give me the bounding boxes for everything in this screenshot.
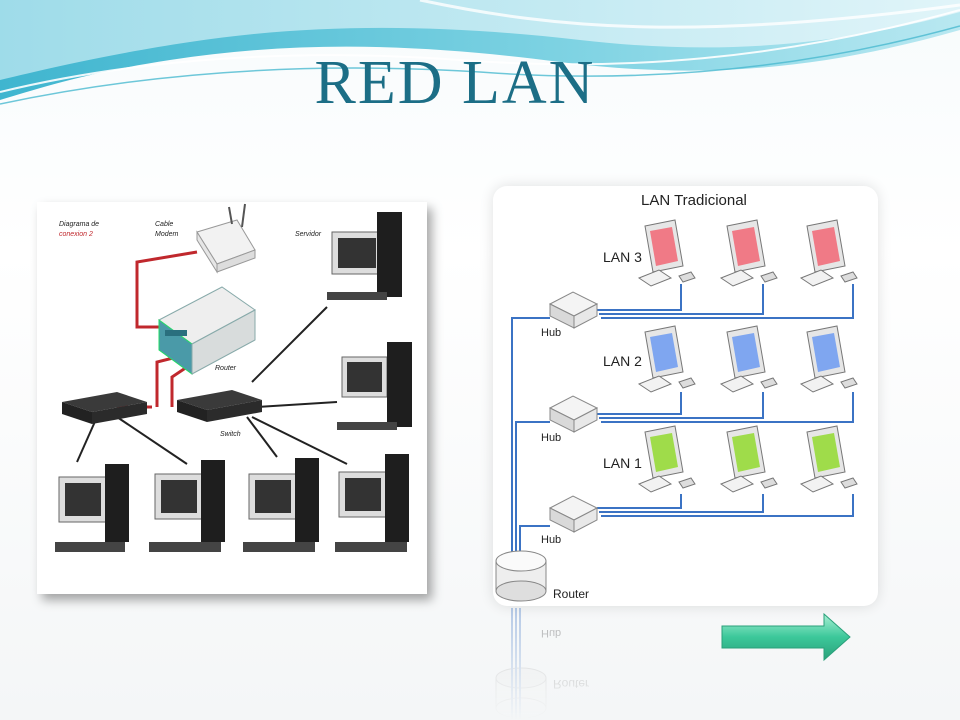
server-label: Servidor [295,231,322,238]
switch-label: Switch [220,431,241,438]
lan1-label: LAN 1 [603,455,642,471]
hub-lan2: Hub [541,395,599,444]
reflection-hub-label: Hub [541,627,561,639]
slide-title: RED LAN [314,49,596,117]
hub-label-lan3: Hub [541,327,561,339]
router-label: Router [553,587,589,601]
hub-label-lan1: Hub [541,534,561,546]
network-links [511,284,854,554]
hub-lan1: Hub [541,495,599,546]
lan-computer-1-1 [637,425,696,493]
lan-computer-3-2 [719,219,778,287]
next-slide-button[interactable] [720,612,854,664]
lan-computer-2-2 [719,325,778,393]
photo-diagram-title-1: Diagrama de [59,221,99,228]
lan-computer-1-3 [799,425,858,493]
hub-lan3: Hub [541,291,599,339]
computer-1 [55,464,129,552]
lan-computers [637,219,858,493]
cable-label-1: Cable [155,221,173,228]
computer-4 [335,454,409,552]
network-photo-svg: Diagrama de conexion 2 Cable Modem Servi… [55,203,412,552]
server-computer [327,212,402,300]
lan2-label: LAN 2 [603,353,642,369]
wave-banner [0,0,960,105]
lan-diagram-svg: LAN Tradicional Hub [495,192,858,602]
network-photo-diagram: Diagrama de conexion 2 Cable Modem Servi… [37,202,427,594]
router-device [158,286,256,375]
lan3-label: LAN 3 [603,249,642,265]
cable-label-2: Modem [155,231,179,238]
lan-computer-1-2 [719,425,778,493]
router-label: Router [215,365,237,372]
lan-computer-3-3 [799,219,858,287]
lan-tradicional-diagram: LAN Tradicional Hub [493,186,878,606]
switch-device-left [62,392,147,424]
computer-3 [243,458,319,552]
lan-computer-2-3 [799,325,858,393]
lan-computer-3-1 [637,219,696,287]
diagram-reflection: Router Hub [495,608,589,720]
hub-label-lan2: Hub [541,432,561,444]
reflection-router-label: Router [553,677,589,691]
computer-right [337,342,412,430]
photo-diagram-title-2: conexion 2 [59,231,93,238]
lan-computer-2-1 [637,325,696,393]
router-cylinder: Router [495,550,589,602]
lan-diagram-title: LAN Tradicional [641,192,747,209]
switch-device-main [177,390,262,422]
cable-modem-device [196,203,256,274]
arrow-right-icon[interactable] [721,612,851,662]
computer-2 [149,460,225,552]
